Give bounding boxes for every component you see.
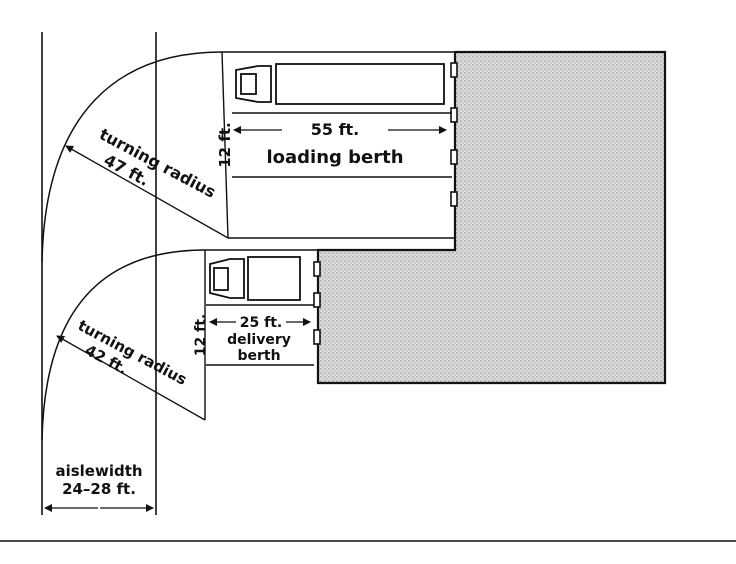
loading-width-label: 12 ft.	[216, 122, 234, 168]
building	[316, 50, 667, 385]
delivery-berth-label-1: delivery	[227, 332, 291, 348]
dock-notches	[313, 62, 458, 345]
loading-radius-arrow	[65, 145, 229, 239]
loading-berth-lines	[221, 51, 455, 239]
delivery-truck	[209, 256, 301, 301]
loading-length-label: 55 ft.	[311, 120, 360, 139]
delivery-radius-arrow	[56, 335, 206, 421]
aisle-lines	[41, 32, 157, 515]
aisle-width-label-1: aislewidth	[55, 462, 142, 480]
loading-berth-label: loading berth	[266, 147, 403, 168]
delivery-width-label: 12 ft.	[193, 314, 209, 356]
delivery-berth-label-2: berth	[237, 348, 280, 364]
loading-turning-arc	[41, 51, 223, 263]
semi-truck	[235, 63, 445, 105]
delivery-turning-arc	[41, 249, 206, 441]
delivery-length-label: 25 ft.	[240, 315, 282, 331]
dimension-arrows	[44, 126, 447, 512]
delivery-berth-lines	[204, 249, 318, 420]
aisle-width-label-2: 24–28 ft.	[62, 480, 136, 498]
